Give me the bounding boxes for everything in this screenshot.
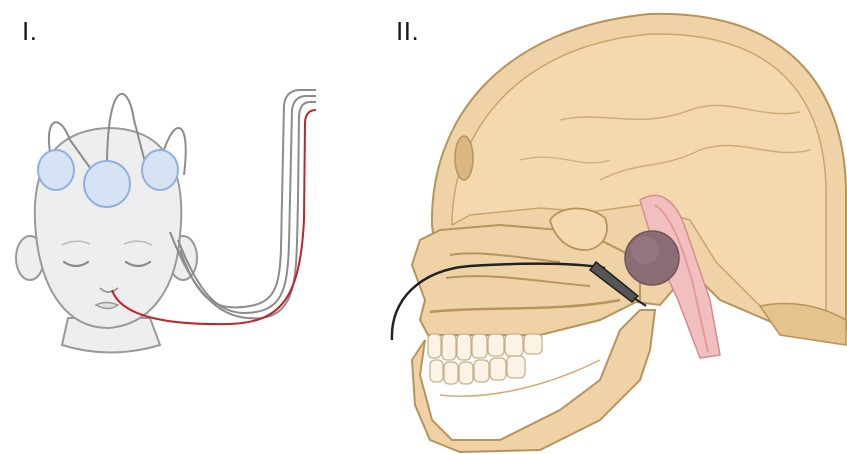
tooth-upper-4	[472, 334, 487, 358]
tooth-lower-2	[444, 362, 458, 384]
tooth-upper-1	[428, 334, 441, 358]
infant-head-illustration	[16, 90, 316, 353]
scalp-electrode-center	[84, 161, 130, 207]
tooth-upper-2	[442, 334, 456, 360]
tooth-lower-4	[474, 360, 489, 382]
upper-teeth	[428, 334, 542, 360]
tooth-upper-3	[457, 334, 471, 360]
lead-wire-3	[170, 102, 316, 318]
pituitary-mass-highlight	[631, 236, 659, 264]
tooth-upper-5	[488, 334, 504, 356]
scalp-electrode-left	[38, 150, 74, 190]
lower-teeth	[430, 356, 525, 384]
skull-sagittal-illustration	[392, 14, 846, 452]
tooth-lower-3	[459, 362, 473, 384]
tooth-lower-6	[507, 356, 525, 378]
scalp-electrode-right	[142, 150, 178, 190]
tooth-lower-5	[490, 358, 506, 380]
tooth-upper-7	[524, 334, 542, 354]
tooth-upper-6	[505, 334, 523, 356]
frontal-sinus	[455, 136, 473, 180]
tooth-lower-1	[430, 360, 443, 382]
